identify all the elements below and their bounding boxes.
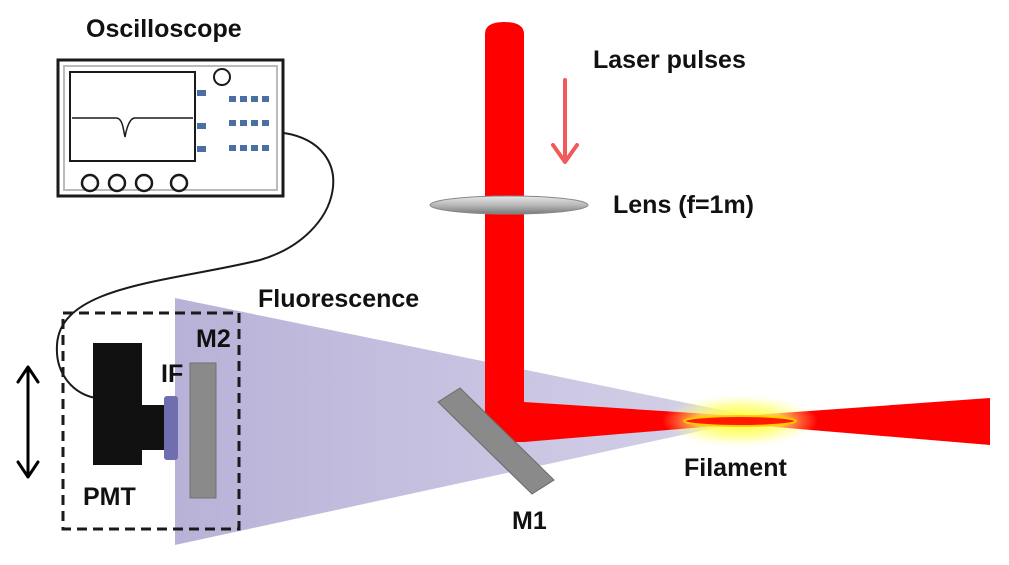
mirror-m1 — [437, 387, 555, 495]
oscilloscope — [56, 58, 285, 198]
filament-core — [683, 415, 797, 427]
label-m1: M1 — [512, 507, 547, 535]
mirror-m2 — [189, 362, 217, 499]
interference-filter — [164, 396, 178, 460]
label-laser-pulses: Laser pulses — [593, 46, 746, 74]
label-filament: Filament — [684, 454, 787, 482]
laser-beam — [485, 22, 990, 445]
oscilloscope-dial-icons — [80, 173, 189, 193]
translation-stage-arrow-icon — [16, 365, 40, 479]
label-lens: Lens (f=1m) — [613, 191, 754, 219]
oscilloscope-buttons — [229, 96, 269, 151]
laser-direction-arrow-icon — [551, 78, 579, 164]
photomultiplier-tube — [93, 343, 166, 465]
label-if: IF — [161, 360, 183, 388]
signal-cable — [55, 132, 335, 399]
label-pmt: PMT — [83, 483, 136, 511]
label-fluorescence: Fluorescence — [258, 285, 419, 313]
focusing-lens — [429, 195, 589, 215]
oscilloscope-trace — [72, 117, 193, 138]
label-oscilloscope: Oscilloscope — [86, 15, 242, 43]
oscilloscope-screen — [69, 71, 196, 162]
detector-enclosure — [61, 311, 241, 531]
oscilloscope-connector-icons — [197, 90, 206, 152]
label-m2: M2 — [196, 325, 231, 353]
oscilloscope-knob-icon — [213, 68, 231, 86]
